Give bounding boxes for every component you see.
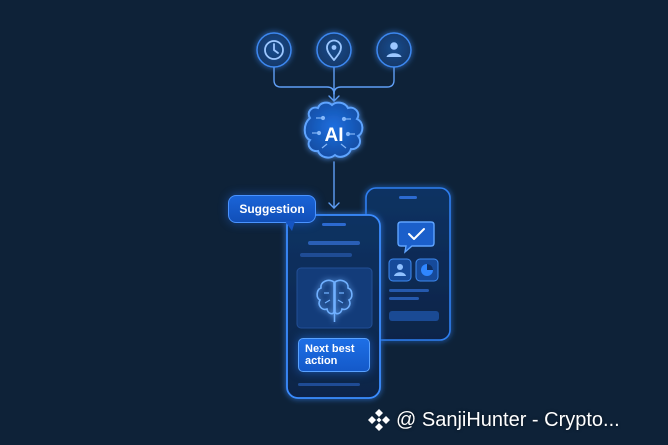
- suggestion-bubble: Suggestion: [228, 195, 316, 223]
- clock-icon: [256, 32, 292, 68]
- ai-brain-icon: AI: [303, 101, 364, 159]
- ai-output-connector: [328, 161, 340, 209]
- pie-chart-icon: [415, 258, 439, 282]
- watermark-text: @ SanjiHunter - Crypto...: [396, 408, 620, 431]
- ai-label: AI: [325, 125, 344, 146]
- input-connectors: [273, 67, 395, 102]
- next-best-action-button[interactable]: Next best action: [298, 338, 370, 372]
- user-icon: [376, 32, 412, 68]
- location-pin-icon: [316, 32, 352, 68]
- back-phone: [365, 187, 451, 341]
- suggestion-bubble-tail: [285, 221, 295, 231]
- brain-icon: [316, 279, 353, 322]
- watermark: @ SanjiHunter - Crypto...: [366, 405, 620, 435]
- profile-tile-icon: [388, 258, 412, 282]
- chat-check-icon: [397, 221, 435, 254]
- binance-logo-icon: [368, 409, 390, 431]
